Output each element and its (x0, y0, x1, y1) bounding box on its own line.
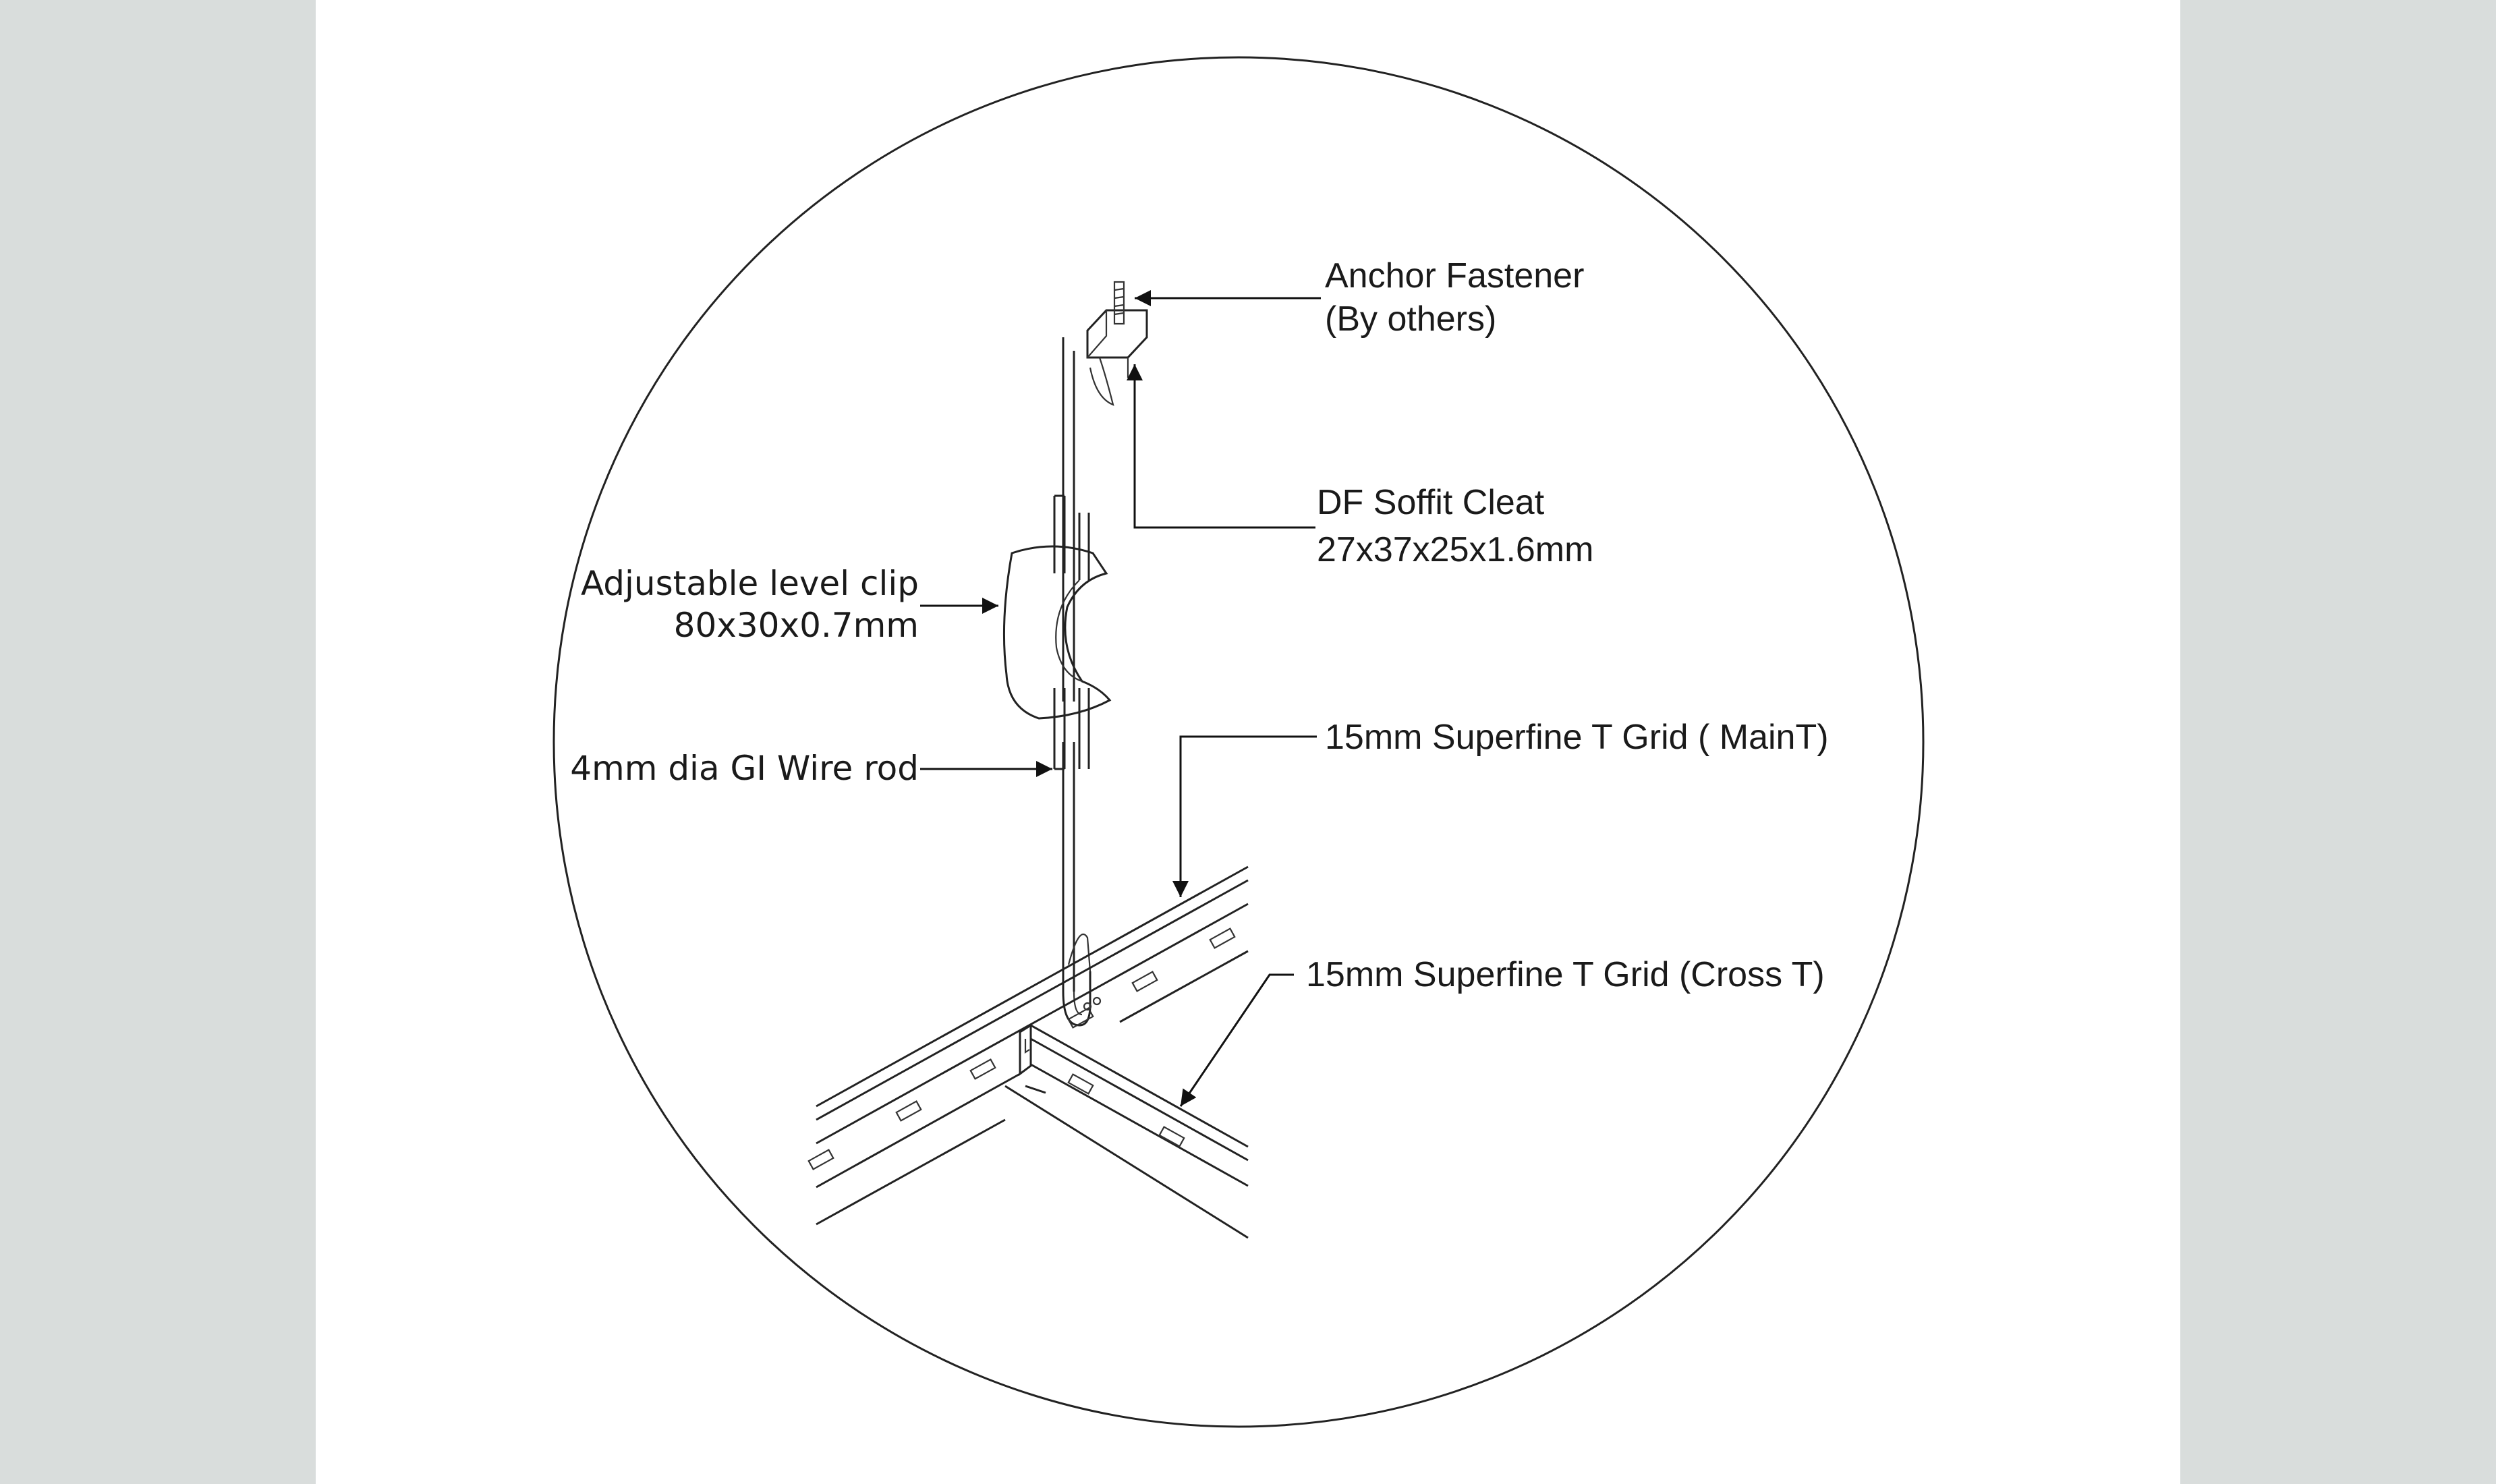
main-t-grid-drawing (807, 865, 1249, 1226)
level-clip-dimension: 80x30x0.7mm (674, 606, 919, 645)
wire-rod-drawing (1062, 337, 1091, 1027)
anchor-fastener-label: Anchor Fastener (1325, 256, 1584, 295)
cross-t-grid-drawing (1004, 1023, 1249, 1239)
main-t-label: 15mm Superfine T Grid ( MainT) (1325, 718, 1829, 757)
left-margin (0, 0, 316, 1484)
soffit-cleat-label: DF Soffit Cleat (1317, 483, 1545, 522)
level-clip-drawing (1002, 494, 1112, 770)
cross-t-label: 15mm Superfine T Grid (Cross T) (1306, 955, 1825, 994)
level-clip-label: Adjustable level clip (581, 564, 919, 603)
detail-circle (552, 56, 1925, 1428)
right-margin (2180, 0, 2496, 1484)
anchor-fastener-sublabel: (By others) (1325, 299, 1496, 339)
wire-rod-label: 4mm dia GI Wire rod (570, 749, 919, 788)
leader-lines (920, 290, 1321, 1107)
soffit-cleat-dimension: 27x37x25x1.6mm (1317, 530, 1593, 569)
anchor-fastener-drawing (1113, 281, 1125, 325)
